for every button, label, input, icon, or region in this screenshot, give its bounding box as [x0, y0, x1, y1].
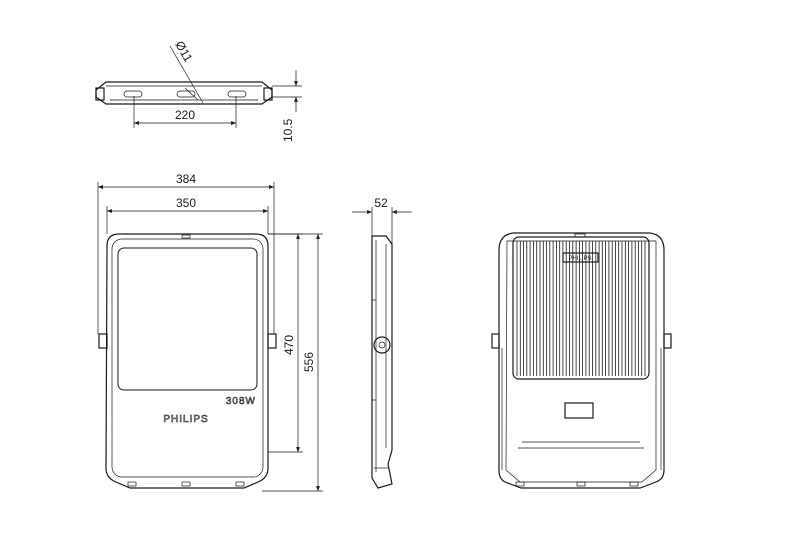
overall-height-label: 556	[302, 352, 316, 372]
brand-logo-marking: PHILIPS	[163, 414, 208, 425]
body-width-dimension: 350	[106, 196, 269, 234]
lens-window	[117, 247, 258, 391]
rear-brand-marking: PHILIPS	[568, 256, 591, 262]
side-depth-label: 52	[374, 196, 388, 210]
body-height-label: 470	[282, 335, 296, 355]
pivot-knob	[373, 336, 391, 354]
power-rating-marking: 308W	[226, 396, 256, 407]
bracket-thickness-label: 10.5	[281, 118, 295, 142]
side-view	[371, 235, 393, 489]
mount-spacing-label: 220	[175, 108, 195, 122]
body-height-dimension: 470	[268, 233, 303, 453]
top-view-bracket	[95, 81, 273, 105]
hole-diameter-leader: Ø11	[169, 39, 204, 104]
hole-diameter-label: Ø11	[172, 39, 195, 65]
bracket-thickness-dimension: 10.5	[272, 70, 302, 142]
front-view: 308W PHILIPS	[98, 233, 277, 489]
mount-spacing-dimension: 220	[133, 96, 237, 128]
body-width-label: 350	[176, 196, 196, 210]
overall-width-dimension: 384	[97, 172, 275, 334]
overall-width-label: 384	[176, 172, 196, 186]
rating-label-plate	[564, 402, 594, 419]
rear-view: PHILIPS	[491, 232, 672, 489]
side-depth-dimension: 52	[352, 196, 412, 244]
overall-height-dimension: 556	[262, 233, 323, 492]
